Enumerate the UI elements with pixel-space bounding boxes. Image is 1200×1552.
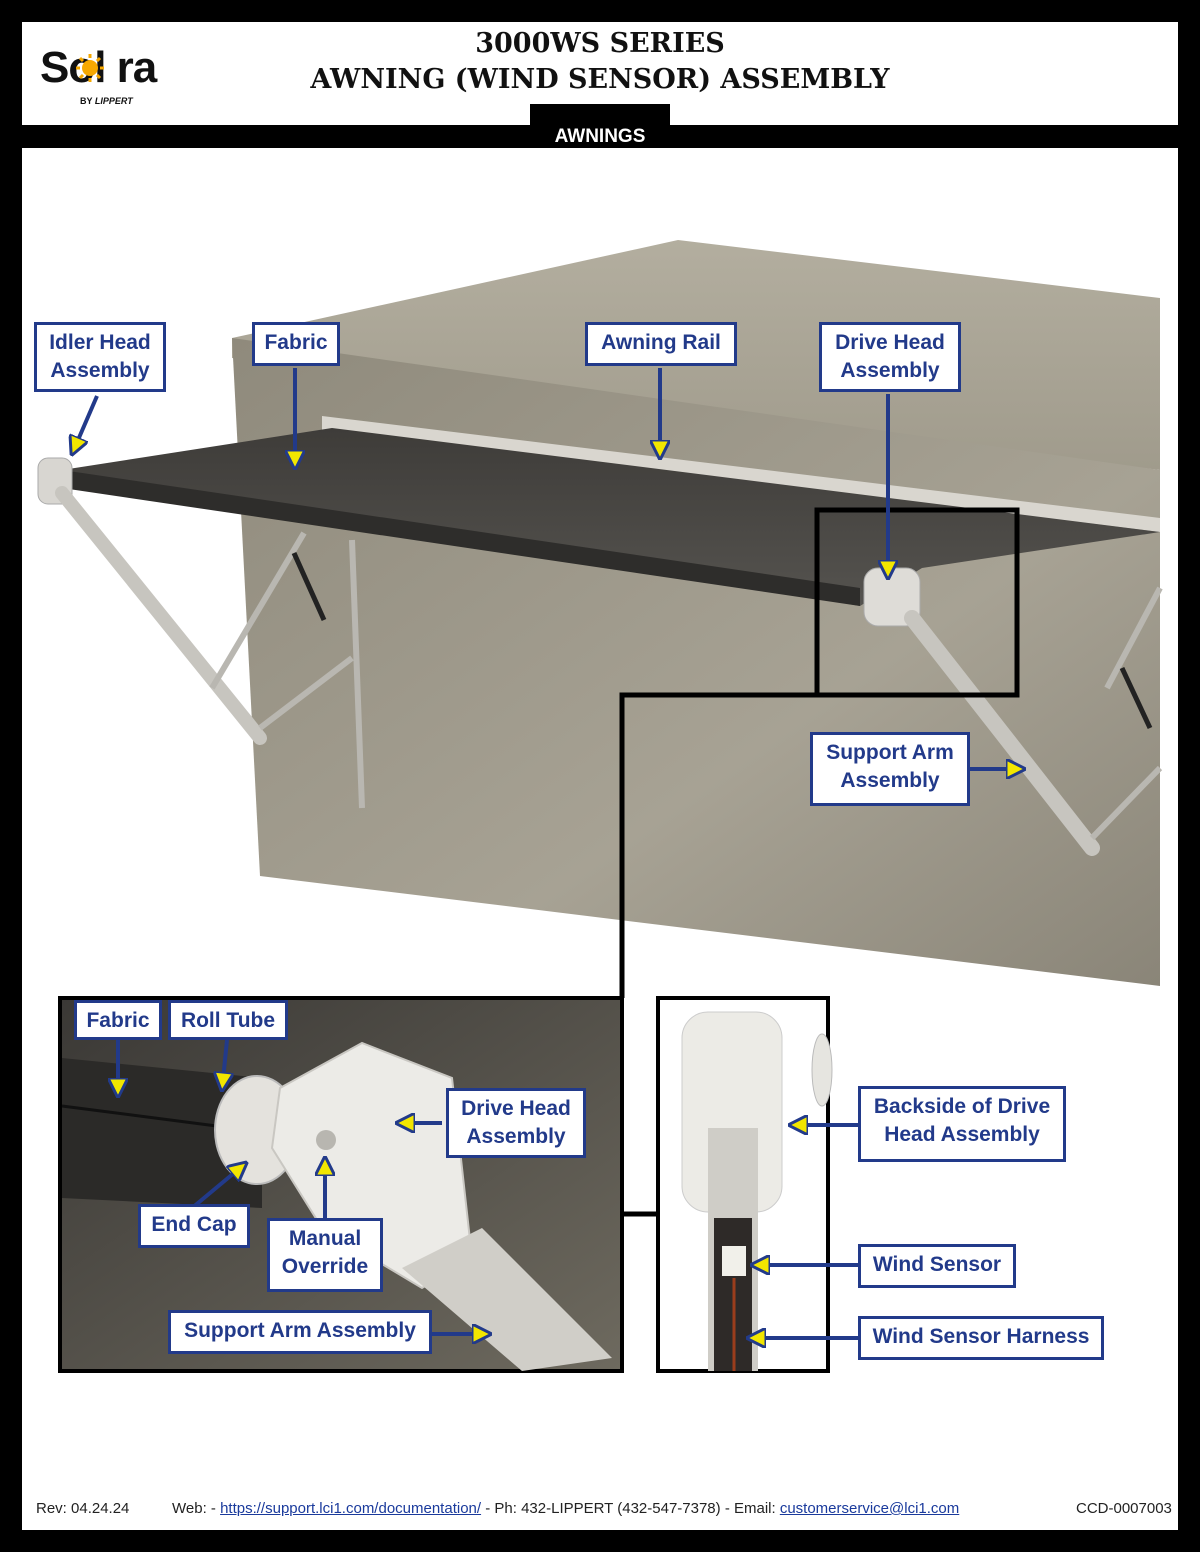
label-inset-fabric: Fabric — [74, 1000, 162, 1040]
arrow-end-cap — [190, 1163, 246, 1210]
label-wind-sensor-harness: Wind Sensor Harness — [858, 1316, 1104, 1360]
label-roll-tube: Roll Tube — [168, 1000, 288, 1040]
label-wind-sensor: Wind Sensor — [858, 1244, 1016, 1288]
label-awning-rail: Awning Rail — [585, 322, 737, 366]
zoom-connector — [619, 692, 817, 998]
footer-contact: Web: - https://support.lci1.com/document… — [172, 1500, 960, 1517]
footer-rev: Rev: 04.24.24 — [36, 1500, 130, 1517]
label-inset-drive-head: Drive Head Assembly — [446, 1088, 586, 1158]
label-manual-override: Manual Override — [267, 1218, 383, 1292]
footer-doc-id: CCD-0007003 — [1076, 1500, 1172, 1517]
support-link[interactable]: https://support.lci1.com/documentation/ — [220, 1500, 482, 1517]
awning-rail-shape — [322, 416, 1160, 532]
logo-wordmark: Sol ra — [40, 43, 157, 92]
label-idler-head: Idler Head Assembly — [34, 322, 166, 392]
email-link[interactable]: customerservice@lci1.com — [779, 1500, 960, 1517]
solera-logo: Sol ra BY LIPPERT — [40, 44, 210, 114]
label-inset-support-arm: Support Arm Assembly — [168, 1310, 432, 1354]
zoom-box — [814, 507, 1020, 698]
arrow-idler-head — [72, 395, 99, 454]
logo-by-lippert: BY LIPPERT — [80, 96, 133, 106]
arrow-roll-tube — [222, 1039, 227, 1090]
label-drive-head: Drive Head Assembly — [819, 322, 961, 392]
label-fabric: Fabric — [252, 322, 340, 366]
diagram-area: Idler Head Assembly Fabric Awning Rail D… — [22, 148, 1178, 1530]
sun-icon — [76, 54, 104, 82]
awning-illustration — [37, 240, 1163, 1373]
page-subtitle: AWNING (WIND SENSOR) ASSEMBLY — [310, 64, 890, 95]
label-end-cap: End Cap — [138, 1204, 250, 1248]
label-support-arm: Support Arm Assembly — [810, 732, 970, 806]
page-title: 3000WS SERIES — [475, 28, 725, 59]
label-backside-drive-head: Backside of Drive Head Assembly — [858, 1086, 1066, 1162]
